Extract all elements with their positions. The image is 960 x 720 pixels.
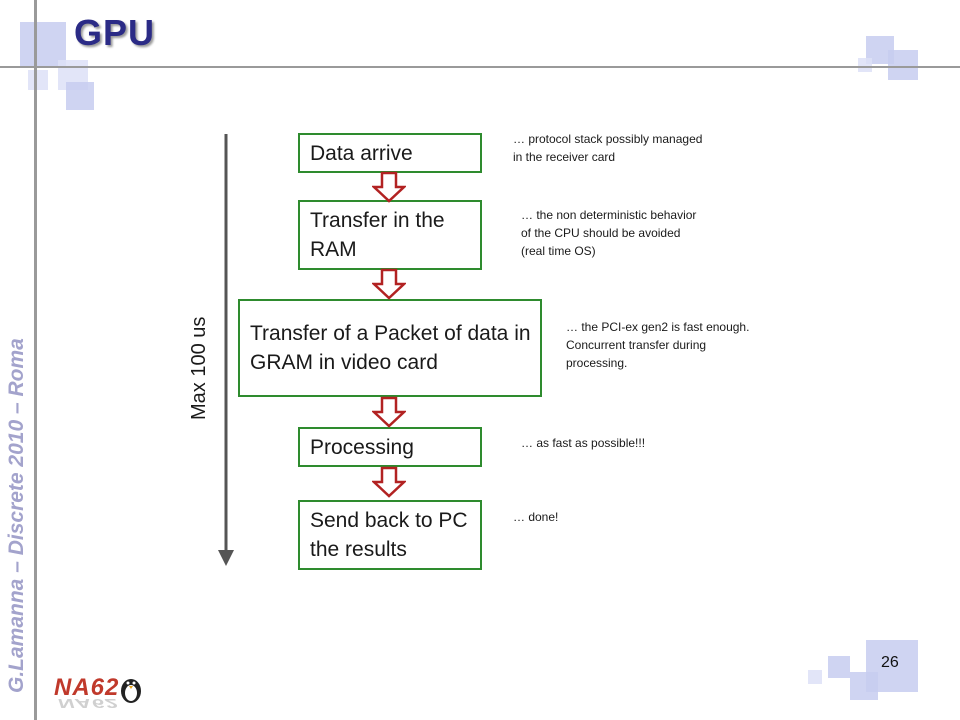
- step-label: Transfer of a Packet of data in GRAM in …: [250, 322, 531, 374]
- decor-square: [850, 672, 878, 700]
- step-transfer-ram: Transfer in the RAM: [298, 200, 482, 270]
- decor-square: [828, 656, 850, 678]
- note-data-arrive: … protocol stack possibly managed in the…: [513, 132, 703, 164]
- note-processing: … as fast as possible!!!: [521, 436, 646, 450]
- note-send-back: … done!: [513, 510, 559, 524]
- frame-horizontal-line: [0, 66, 960, 68]
- step-processing: Processing: [298, 427, 482, 467]
- decor-square: [808, 670, 822, 684]
- decor-square: [858, 58, 872, 72]
- na62-logo: NA62: [54, 674, 120, 701]
- down-arrow-icon: [372, 466, 406, 498]
- slide-title: GPU: [74, 12, 156, 53]
- frame-vertical-line: [34, 0, 37, 720]
- step-label: Processing: [310, 435, 414, 459]
- decor-square: [28, 70, 48, 90]
- note-transfer-gram: … the PCI-ex gen2 is fast enough. Concur…: [566, 320, 750, 370]
- step-data-arrive: Data arrive: [298, 133, 482, 173]
- step-label: Transfer in the RAM: [310, 209, 445, 261]
- step-label: Send back to PC the results: [310, 509, 468, 561]
- decor-square: [66, 82, 94, 110]
- down-arrow-icon: [372, 268, 406, 300]
- author-footer: G.Lamanna – Discrete 2010 – Roma: [5, 338, 28, 693]
- down-arrow-icon: [372, 396, 406, 428]
- step-transfer-gram: Transfer of a Packet of data in GRAM in …: [238, 299, 542, 397]
- timing-arrow: [218, 134, 234, 566]
- step-label: Data arrive: [310, 141, 413, 165]
- note-transfer-ram: … the non deterministic behavior of the …: [521, 208, 697, 258]
- step-send-back: Send back to PC the results: [298, 500, 482, 570]
- penguin-icon: [121, 679, 141, 703]
- page-number: 26: [881, 654, 899, 671]
- max-time-label: Max 100 us: [188, 316, 210, 420]
- decor-square: [888, 50, 918, 80]
- down-arrow-icon: [372, 171, 406, 203]
